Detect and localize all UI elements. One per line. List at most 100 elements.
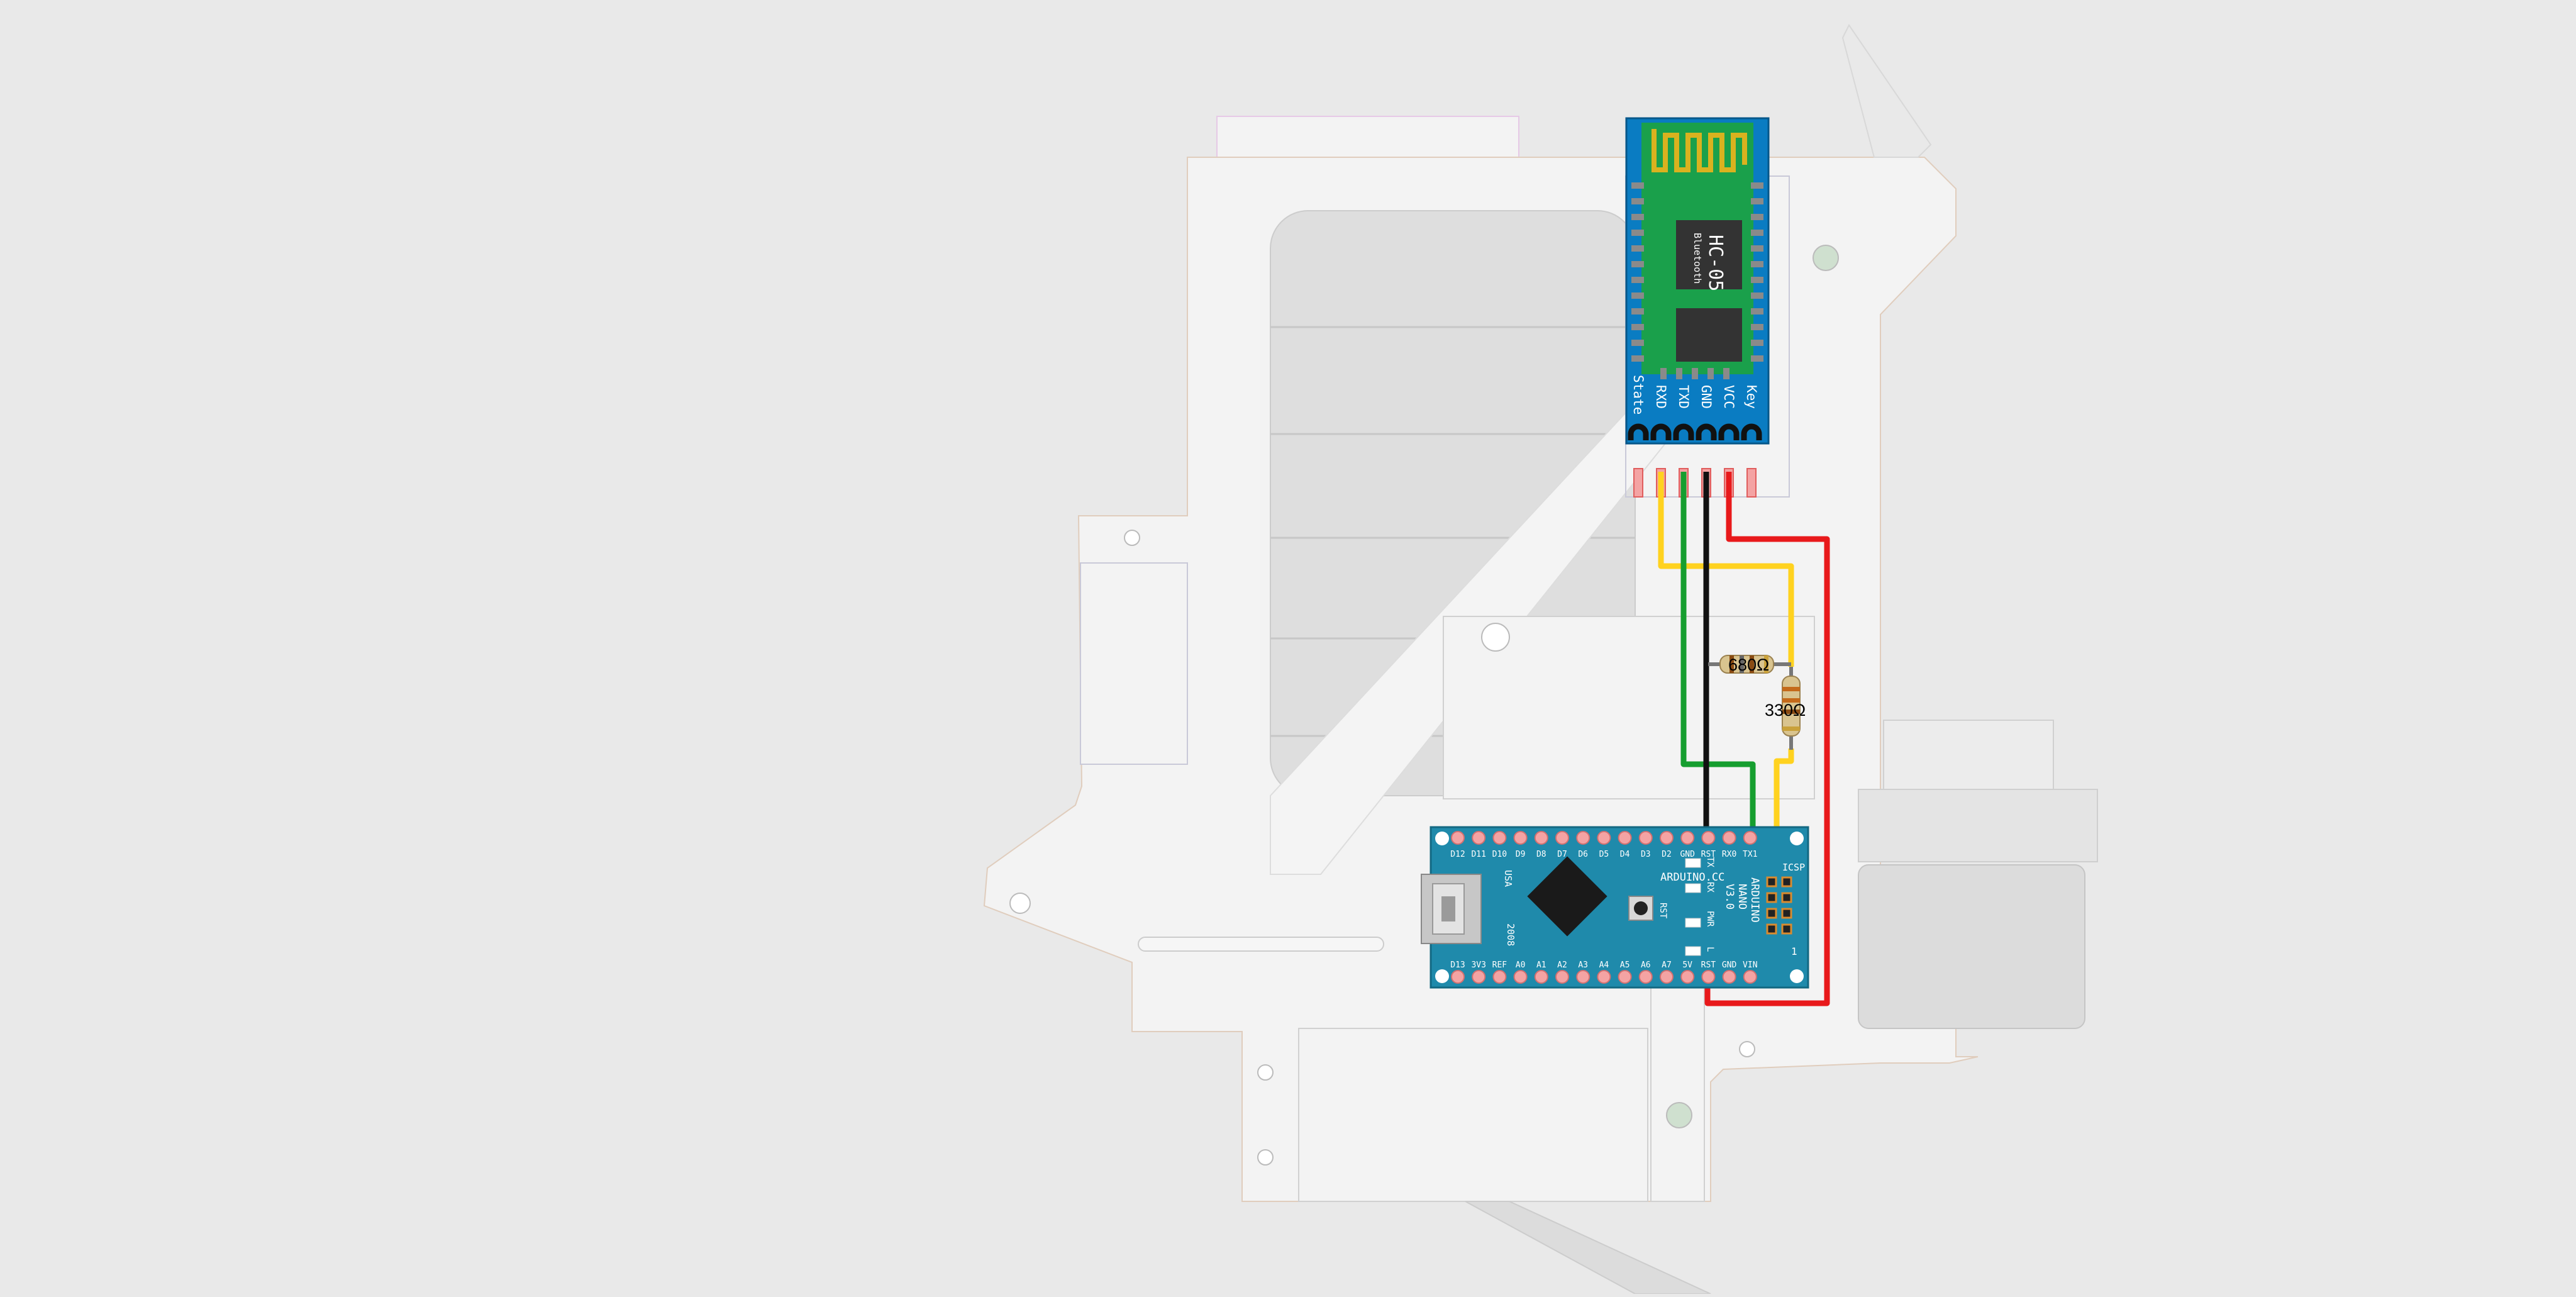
hc05-pin-label-state: State xyxy=(1631,375,1646,415)
nano-icsp-label: ICSP xyxy=(1782,862,1805,873)
hc05-pin-state xyxy=(1628,423,1649,440)
arduino-nano: USA 2008 RST ARDUINO.CC TX RX PWR L ARDU… xyxy=(1421,826,1809,989)
nano-top-pin-label-d6: D6 xyxy=(1578,850,1588,859)
nano-top-pin-pad-d5 xyxy=(1597,831,1611,845)
nano-top-pin-label-d11: D11 xyxy=(1471,850,1485,859)
mechanical-background xyxy=(983,24,2098,1294)
nano-top-pin-label-gnd: GND xyxy=(1680,850,1695,859)
nano-bottom-pin-pad-a6 xyxy=(1638,970,1653,984)
nano-top-pin-label-d12: D12 xyxy=(1450,850,1465,859)
nano-top-pin-label-rst: RST xyxy=(1701,850,1716,859)
nano-mount-holes xyxy=(1435,832,1804,983)
nano-top-pin-pad-d11 xyxy=(1472,831,1486,845)
nano-board xyxy=(1430,826,1809,989)
nano-model-line1: ARDUINO xyxy=(1748,877,1761,923)
nano-reset-button xyxy=(1634,901,1648,915)
hc05-antenna-icon xyxy=(1652,129,1747,172)
hc05-pin-rxd xyxy=(1650,423,1672,440)
bg-left-block xyxy=(1080,562,1188,765)
wire-hc05-vcc-red xyxy=(1704,472,1830,1006)
hc05-chip-secondary xyxy=(1676,308,1742,362)
nano-top-pin-label-d2: D2 xyxy=(1662,850,1672,859)
hc05-chip-main xyxy=(1676,220,1742,289)
nano-top-pin-label-d9: D9 xyxy=(1516,850,1526,859)
nano-top-pin-label-d3: D3 xyxy=(1641,850,1651,859)
hc05-pin-vcc xyxy=(1718,423,1740,440)
nano-top-pin-pad-d3 xyxy=(1638,831,1653,845)
resistor-680-label: 680Ω xyxy=(1728,655,1769,674)
nano-bottom-pin-label-vin: VIN xyxy=(1743,960,1757,970)
wire-hc05-txd-green xyxy=(1680,472,1756,838)
nano-top-pin-label-d5: D5 xyxy=(1599,850,1609,859)
nano-bottom-pin-label-a6: A6 xyxy=(1641,960,1651,970)
bg-bottom-diagonal xyxy=(1465,1201,1711,1294)
nano-top-pin-pad-d8 xyxy=(1534,831,1548,845)
wires xyxy=(1658,472,1830,1006)
resistor-680: 680Ω xyxy=(1708,655,1791,674)
nano-bottom-pin-label-gnd: GND xyxy=(1722,960,1737,970)
nano-bottom-pin-pad-5v xyxy=(1680,970,1695,984)
bg-right-bracket-2 xyxy=(1858,789,2098,862)
nano-led-pwr-label: PWR xyxy=(1705,911,1715,927)
nano-bottom-pin-pad-a2 xyxy=(1555,970,1569,984)
hc05-model-label: HC-05 xyxy=(1704,235,1726,291)
nano-top-pin-label-d8: D8 xyxy=(1536,850,1546,859)
nano-led-tx-label: TX xyxy=(1705,857,1715,867)
nano-usb-connector xyxy=(1421,874,1482,944)
nano-bottom-pin-label-a7: A7 xyxy=(1662,960,1672,970)
nano-bottom-pin-pad-rst xyxy=(1701,970,1716,984)
nano-bottom-pin-label-a0: A0 xyxy=(1516,960,1526,970)
nano-top-pin-pad-d7 xyxy=(1555,831,1569,845)
bg-side-strut xyxy=(1650,981,1705,1202)
nano-mcu-chip xyxy=(1527,856,1607,937)
hc05-side-pads xyxy=(1631,182,1763,379)
bg-bottom-box xyxy=(1298,1028,1648,1202)
nano-top-pin-label-tx1: TX1 xyxy=(1743,850,1757,859)
nano-top-pin-pad-rx0 xyxy=(1722,831,1736,845)
nano-bottom-pin-label-a5: A5 xyxy=(1620,960,1630,970)
nano-model-line3: V3.0 xyxy=(1723,884,1736,910)
hc05-pin-label-vcc: VCC xyxy=(1721,385,1736,409)
hc05-pin-label-txd: TXD xyxy=(1676,385,1691,409)
resistor-330-label: 330Ω xyxy=(1765,701,1806,720)
hc05-pin-labels: State RXD TXD GND VCC Key xyxy=(1631,375,1759,415)
bg-top-strip xyxy=(1216,116,1519,161)
nano-bottom-pin-label-a1: A1 xyxy=(1536,960,1546,970)
nano-top-pin-pad-d9 xyxy=(1513,831,1528,845)
nano-bottom-pin-label-a3: A3 xyxy=(1578,960,1588,970)
nano-bottom-pin-label-5v: 5V xyxy=(1682,960,1692,970)
hc05-pin-key xyxy=(1741,423,1762,440)
nano-bottom-pin-pad-a4 xyxy=(1597,970,1611,984)
nano-bottom-pin-pad-a7 xyxy=(1660,970,1674,984)
bg-right-motor xyxy=(1858,864,2085,1029)
hc05-pin-headers xyxy=(1628,423,1762,440)
nano-top-pin-label-d10: D10 xyxy=(1492,850,1507,859)
nano-bottom-pin-label-a2: A2 xyxy=(1557,960,1567,970)
nano-bottom-pin-label-3v3: 3V3 xyxy=(1471,960,1485,970)
nano-top-pin-pad-gnd xyxy=(1680,831,1695,845)
hc05-pin-gnd xyxy=(1696,423,1717,440)
nano-top-pin-label-d7: D7 xyxy=(1557,850,1567,859)
nano-bottom-pin-pad-vin xyxy=(1743,970,1757,984)
nano-rst-button-label: RST xyxy=(1658,903,1668,919)
wire-hc05-rxd-yellow xyxy=(1658,472,1794,667)
nano-brand-label: ARDUINO.CC xyxy=(1660,871,1724,884)
bg-holes xyxy=(1009,245,1839,1166)
hc05-subtitle-label: Bluetooth xyxy=(1692,233,1703,284)
hc05-module: HC-05 Bluetooth State RXD TXD GND VCC Ke… xyxy=(1625,117,1770,498)
nano-icsp-header xyxy=(1766,876,1792,935)
nano-bottom-pin-label-rst: RST xyxy=(1701,960,1716,970)
nano-top-pin-pad-d12 xyxy=(1451,831,1465,845)
nano-top-pin-label-d4: D4 xyxy=(1620,850,1630,859)
nano-bottom-pin-pad-a0 xyxy=(1513,970,1528,984)
nano-top-pin-pad-d2 xyxy=(1660,831,1674,845)
nano-top-pin-pad-rst xyxy=(1701,831,1716,845)
nano-top-pin-pad-d10 xyxy=(1492,831,1507,845)
nano-pin1-marker: 1 xyxy=(1791,945,1797,957)
hc05-pin-label-key: Key xyxy=(1744,385,1759,409)
nano-led-rx-label: RX xyxy=(1705,882,1715,893)
nano-origin-label: USA xyxy=(1502,870,1514,887)
